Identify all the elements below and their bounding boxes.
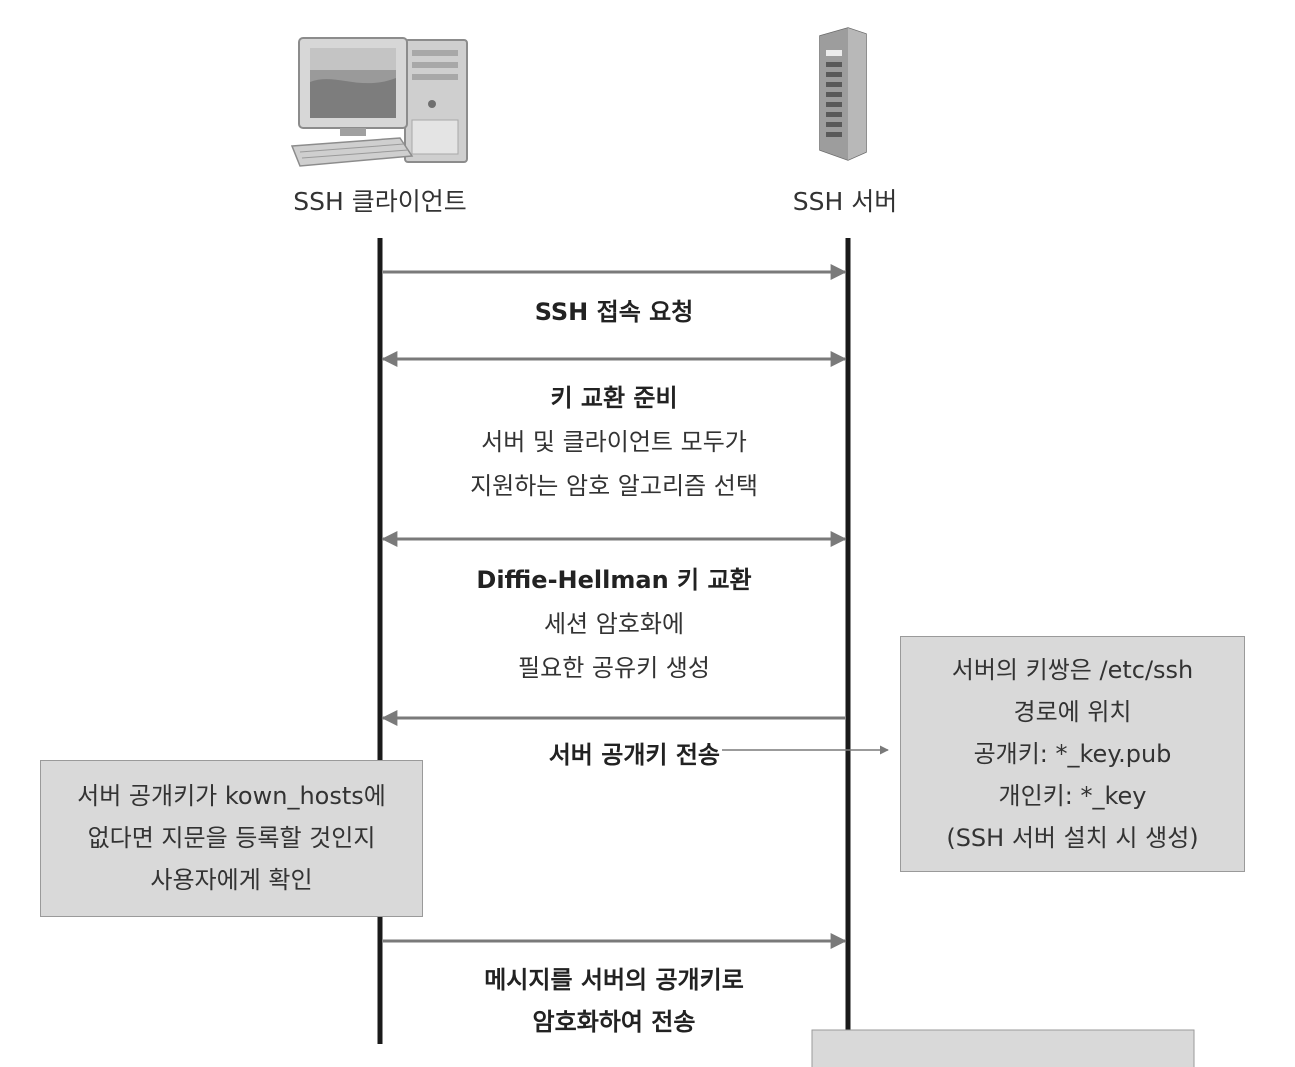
server-tower-icon	[819, 27, 867, 161]
message-dh-title: Diffie-Hellman 키 교환	[476, 566, 752, 594]
bottom-partial-box	[811, 1029, 1195, 1067]
server-keys-note: 서버의 키쌍은 /etc/ssh 경로에 위치 공개키: *_key.pub 개…	[900, 636, 1245, 872]
client-label: SSH 클라이언트	[293, 187, 467, 216]
server-keys-note-line-3: 공개키: *_key.pub	[973, 740, 1172, 768]
message-kex-prep-desc-1: 서버 및 클라이언트 모두가	[481, 428, 747, 456]
message-dh-desc-2: 필요한 공유키 생성	[518, 654, 710, 682]
message-connect-title: SSH 접속 요청	[534, 298, 694, 326]
server-keys-note-line-4: 개인키: *_key	[998, 782, 1147, 810]
message-encrypted-title-2: 암호화하여 전송	[532, 1008, 696, 1036]
message-kex-prep-desc-2: 지원하는 암호 알고리즘 선택	[470, 472, 758, 500]
message-dh-desc-1: 세션 암호화에	[543, 610, 685, 638]
known-hosts-note-line-3: 사용자에게 확인	[150, 866, 313, 894]
known-hosts-note-line-2: 없다면 지문을 등록할 것인지	[87, 824, 376, 852]
known-hosts-note-line-1: 서버 공개키가 kown_hosts에	[77, 782, 386, 810]
desktop-computer-icon	[290, 37, 468, 167]
message-kex-prep-title: 키 교환 준비	[550, 384, 678, 412]
server-keys-note-line-5: (SSH 서버 설치 시 생성)	[946, 824, 1199, 852]
message-pubkey-title: 서버 공개키 전송	[548, 741, 720, 769]
message-encrypted-title-1: 메시지를 서버의 공개키로	[484, 966, 744, 994]
server-keys-note-line-2: 경로에 위치	[1013, 698, 1132, 726]
known-hosts-note: 서버 공개키가 kown_hosts에 없다면 지문을 등록할 것인지 사용자에…	[40, 760, 423, 917]
server-label: SSH 서버	[792, 187, 898, 216]
server-keys-note-line-1: 서버의 키쌍은 /etc/ssh	[951, 656, 1194, 684]
